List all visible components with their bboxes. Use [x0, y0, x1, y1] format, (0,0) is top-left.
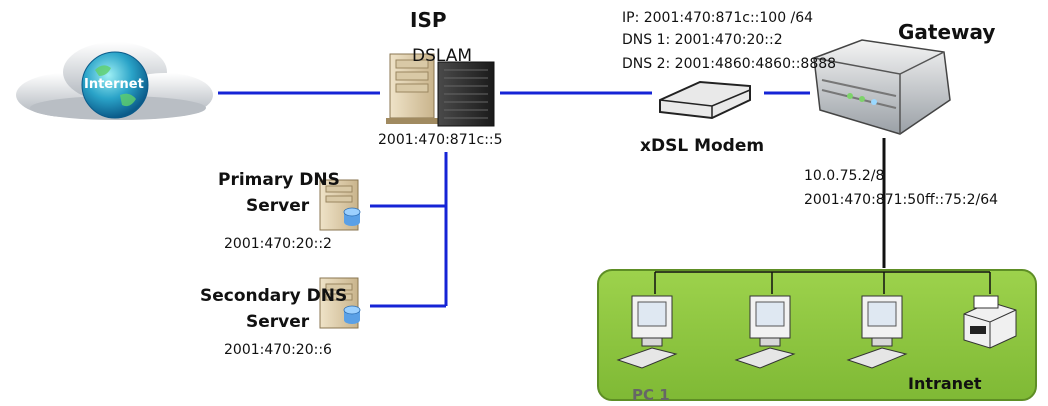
gateway-title: Gateway [898, 20, 996, 44]
gateway-router-icon [813, 39, 951, 135]
modem-dns-1: DNS 1: 2001:470:20::2 [622, 32, 783, 48]
secondary-dns-label-line1: Secondary DNS [200, 286, 348, 306]
printer-icon [963, 295, 1017, 349]
gateway-ipv4: 10.0.75.2/8 [804, 168, 885, 184]
pc-1-label: PC 1 [632, 386, 670, 404]
primary-dns-label-line1: Primary DNS [218, 170, 340, 190]
modem-dns-2: DNS 2: 2001:4860:4860::8888 [622, 56, 837, 72]
isp-title: ISP [410, 8, 447, 32]
secondary-dns-server-icon [319, 277, 361, 329]
primary-dns-address: 2001:470:20::2 [224, 236, 332, 252]
intranet-label: Intranet [908, 374, 982, 393]
internet-cloud [16, 42, 213, 120]
pc-1-icon [616, 295, 678, 369]
network-links [218, 91, 991, 308]
intranet-zone [597, 269, 1037, 401]
internet-label: Internet [84, 77, 144, 92]
primary-dns-label-line2: Server [246, 196, 310, 216]
isp-address: 2001:470:871c::5 [378, 132, 503, 148]
primary-dns-server-icon [319, 179, 361, 231]
isp-server-icon [386, 53, 438, 124]
pc-2-icon [734, 295, 796, 369]
modem-ip: IP: 2001:470:871c::100 /64 [622, 10, 814, 26]
dslam-label: DSLAM [412, 46, 473, 66]
secondary-dns-label-line2: Server [246, 312, 310, 332]
modem-icon [659, 80, 751, 120]
dslam-icon [437, 61, 495, 127]
pc-3-icon [846, 295, 908, 369]
secondary-dns-address: 2001:470:20::6 [224, 342, 332, 358]
modem-label: xDSL Modem [640, 136, 765, 156]
gateway-ipv6: 2001:470:871:50ff::75:2/64 [804, 192, 999, 208]
